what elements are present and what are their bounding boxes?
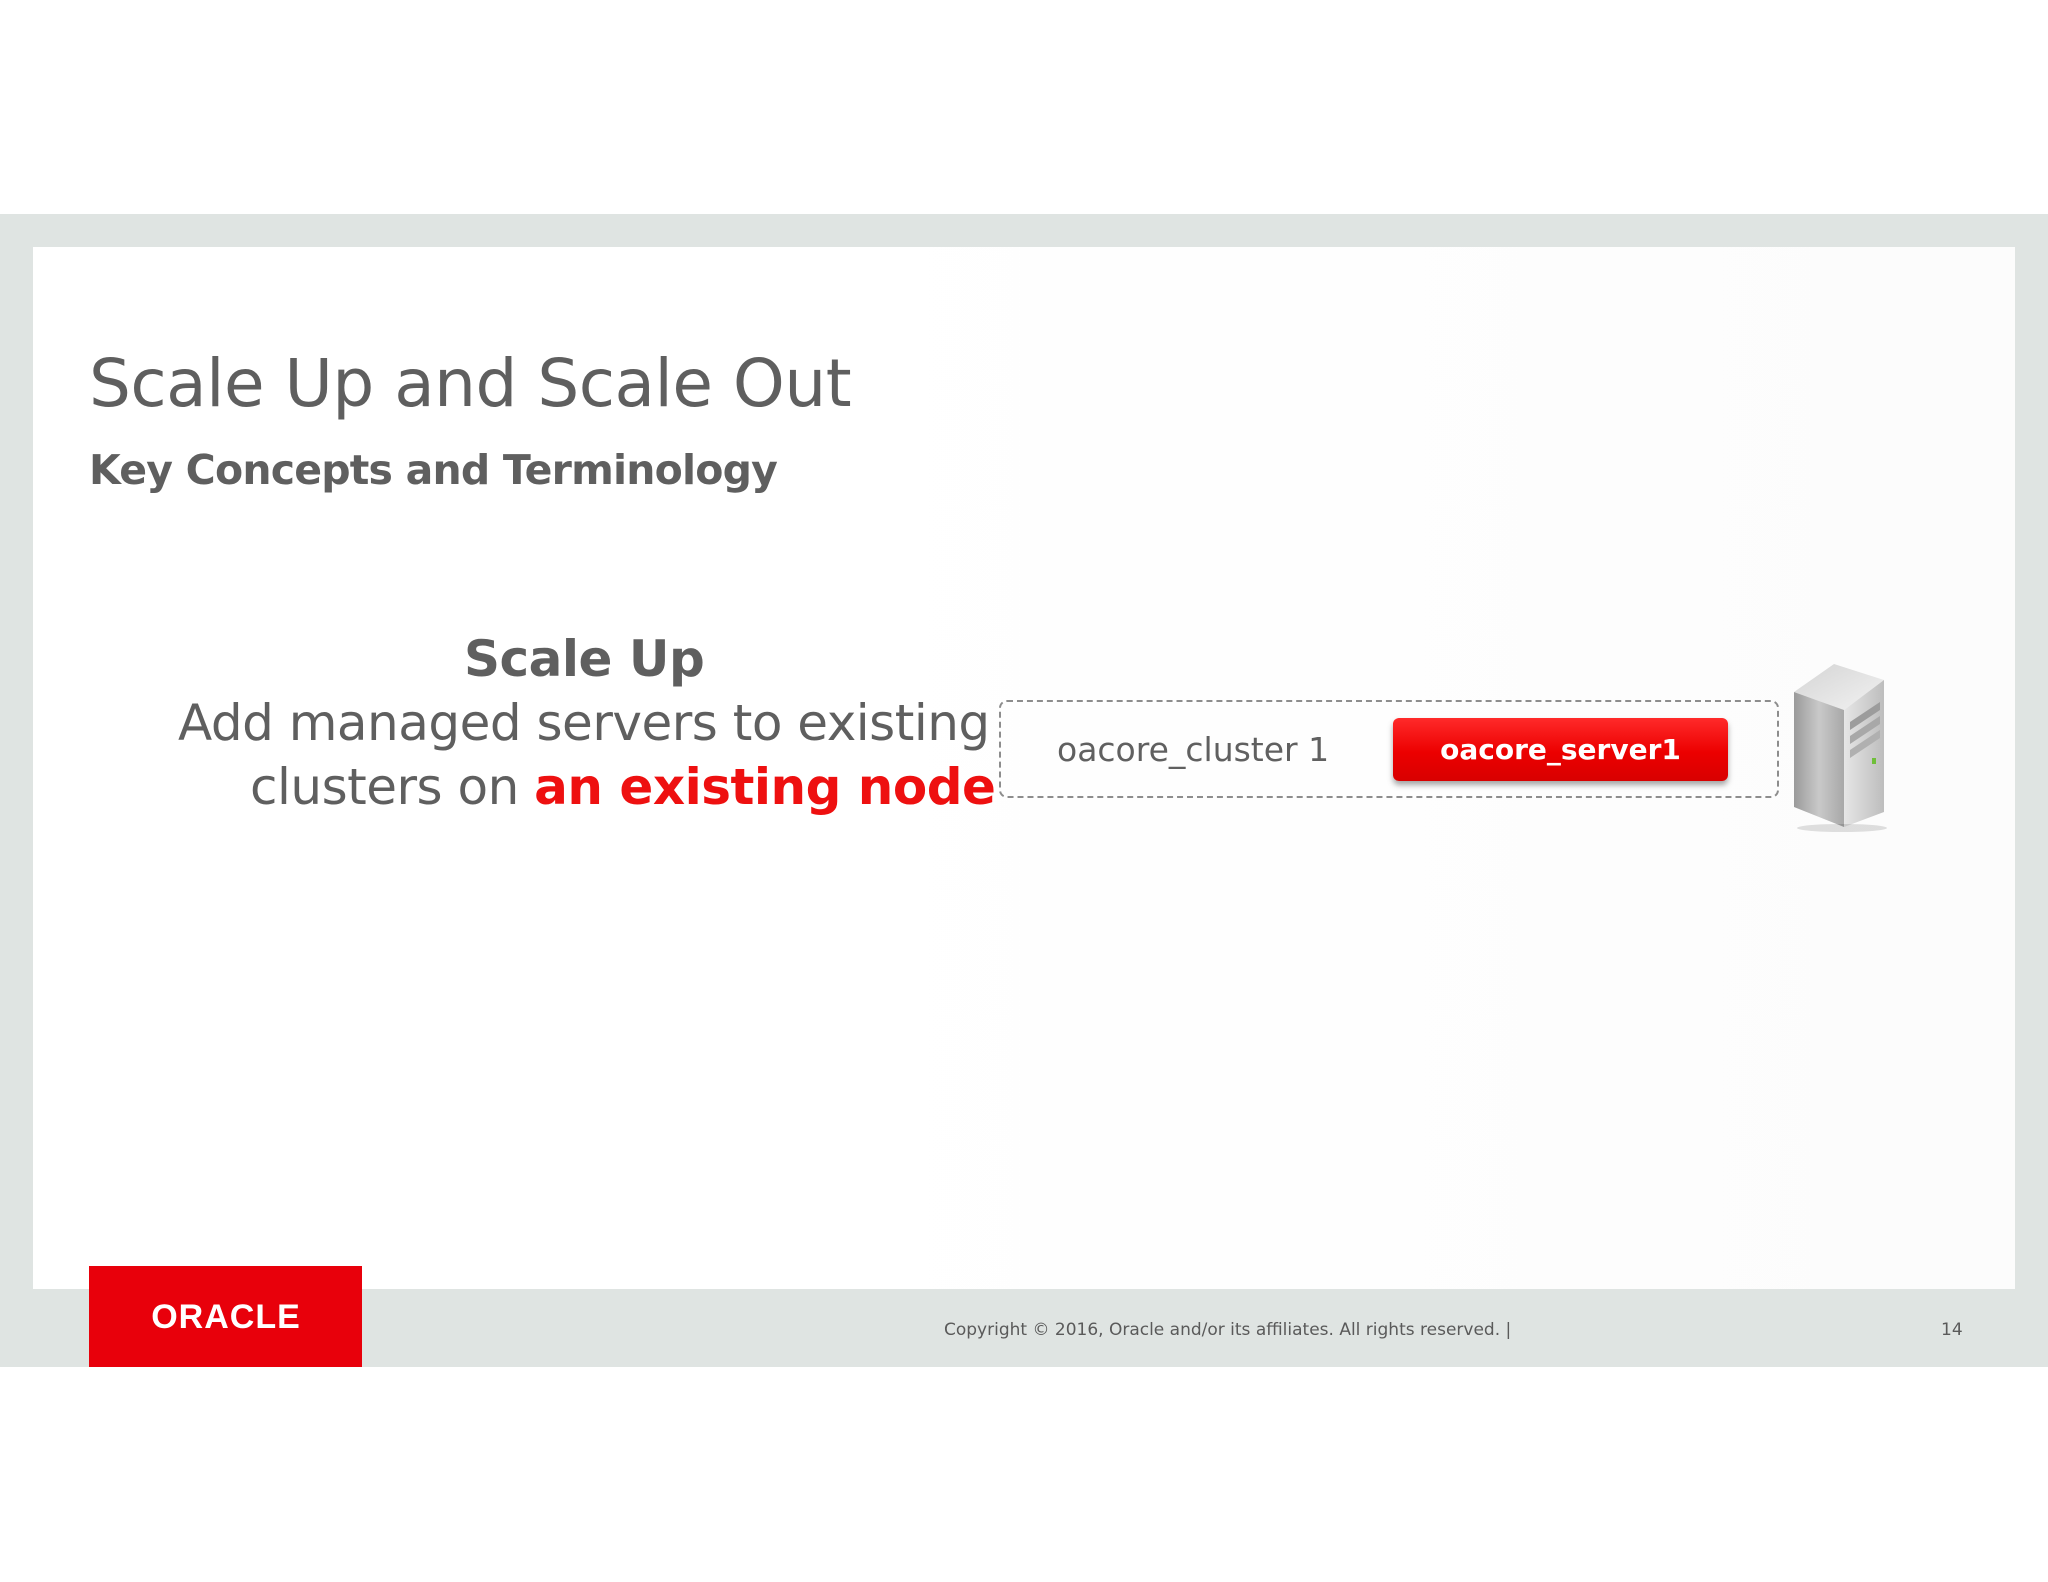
concept-description-prefix: clusters on [250, 758, 535, 816]
managed-server-box: oacore_server1 [1393, 718, 1728, 781]
server-tower-icon [1794, 664, 1887, 832]
cluster-boundary [999, 700, 1779, 798]
concept-description-line2: clusters on an existing node [250, 758, 996, 816]
oracle-logo: ORACLE [89, 1266, 362, 1367]
oracle-logo-text: ORACLE [151, 1298, 301, 1336]
concept-heading: Scale Up [464, 630, 705, 688]
oracle-logo-wordmark: ORACLE [151, 1298, 301, 1336]
slide-title: Scale Up and Scale Out [89, 345, 852, 422]
cluster-label: oacore_cluster 1 [1057, 730, 1330, 769]
slide-subtitle: Key Concepts and Terminology [89, 446, 778, 494]
concept-description-highlight: an existing node [534, 758, 996, 816]
page-number: 14 [1941, 1320, 1963, 1340]
concept-description-line1: Add managed servers to existing [178, 694, 990, 752]
copyright-notice: Copyright © 2016, Oracle and/or its affi… [944, 1320, 1512, 1340]
